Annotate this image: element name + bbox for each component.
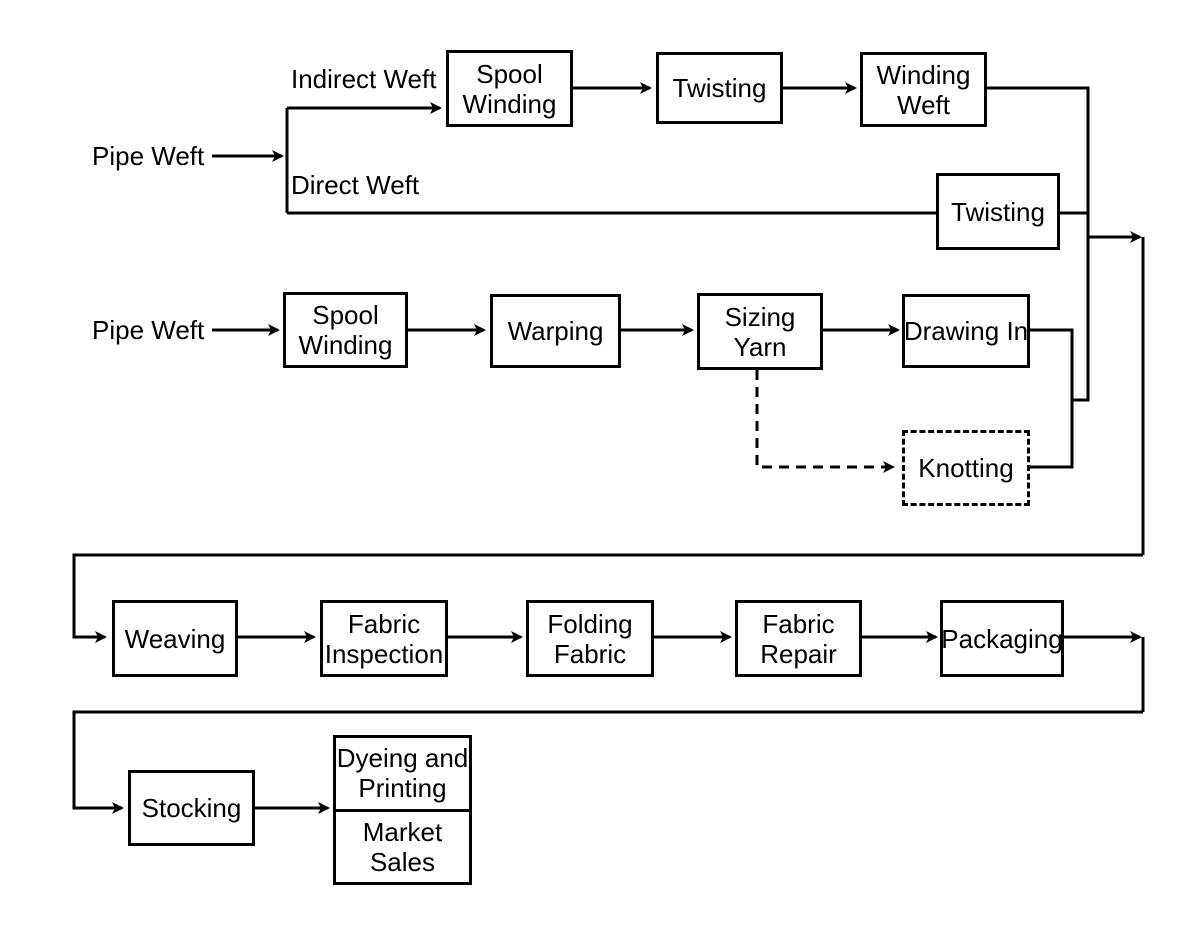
indirect-weft-label: Indirect Weft: [291, 64, 437, 94]
fabric-inspection-line-1: Fabric: [347, 608, 421, 639]
fabric-repair-box: Fabric Repair: [735, 600, 862, 677]
dyeing-printing-line-1: Dyeing and: [336, 743, 469, 774]
dashed-sizing-to-knotting: [755, 370, 895, 473]
folding-fabric-box: Folding Fabric: [526, 600, 654, 677]
stocking-box: Stocking: [128, 770, 255, 846]
market-sales-section: Market Sales: [336, 812, 469, 883]
warping-box: Warping: [490, 294, 621, 368]
pipe-weft-label-1: Pipe Weft: [92, 141, 205, 171]
arrow-down-to-stocking: [72, 710, 1143, 814]
line-knotting-out: [1030, 400, 1074, 469]
sizing-yarn-box: Sizing Yarn: [697, 293, 823, 370]
sizing-yarn-line-1: Sizing: [724, 301, 796, 332]
direct-weft-label: Direct Weft: [291, 170, 420, 200]
folding-fabric-line-1: Folding: [547, 608, 633, 639]
twisting-box-1: Twisting: [656, 52, 783, 124]
fabric-repair-line-2: Repair: [760, 638, 837, 669]
fabric-inspection-box: Fabric Inspection: [320, 600, 448, 677]
winding-weft-line-2: Weft: [897, 89, 950, 120]
knotting-box: Knotting: [902, 430, 1030, 506]
folding-fabric-line-2: Fabric: [553, 638, 627, 669]
winding-weft-box: Winding Weft: [860, 52, 987, 127]
spool-winding-2-line-2: Winding: [298, 330, 393, 360]
spool-winding-box-1: Spool Winding: [446, 50, 573, 127]
line-drawing-out: [1030, 237, 1090, 402]
sizing-yarn-line-2: Yarn: [733, 331, 787, 362]
arrow-down-to-weaving: [72, 553, 1143, 643]
twisting-box-2: Twisting: [936, 173, 1060, 250]
fabric-repair-line-1: Fabric: [762, 608, 835, 639]
packaging-box: Packaging: [940, 600, 1064, 677]
spool-winding-box-2: Spool Winding: [283, 292, 408, 368]
spool-winding-1-line-2: Winding: [462, 88, 557, 119]
weaving-box: Weaving: [112, 600, 238, 677]
winding-weft-line-1: Winding: [876, 59, 971, 90]
fabric-inspection-line-2: Inspection: [324, 638, 444, 669]
dyeing-sales-box: Dyeing and Printing Market Sales: [333, 735, 472, 885]
market-sales-line-1: Market: [362, 816, 443, 847]
market-sales-line-2: Sales: [369, 846, 436, 877]
pipe-weft-label-2: Pipe Weft: [92, 315, 205, 345]
line-winding-weft-out: [987, 86, 1090, 237]
drawing-in-box: Drawing In: [902, 294, 1030, 368]
dyeing-printing-line-2: Printing: [358, 773, 447, 804]
spool-winding-1-line-1: Spool: [476, 58, 543, 89]
spool-winding-2-line-1: Spool: [312, 300, 379, 330]
dyeing-printing-section: Dyeing and Printing: [336, 738, 469, 812]
